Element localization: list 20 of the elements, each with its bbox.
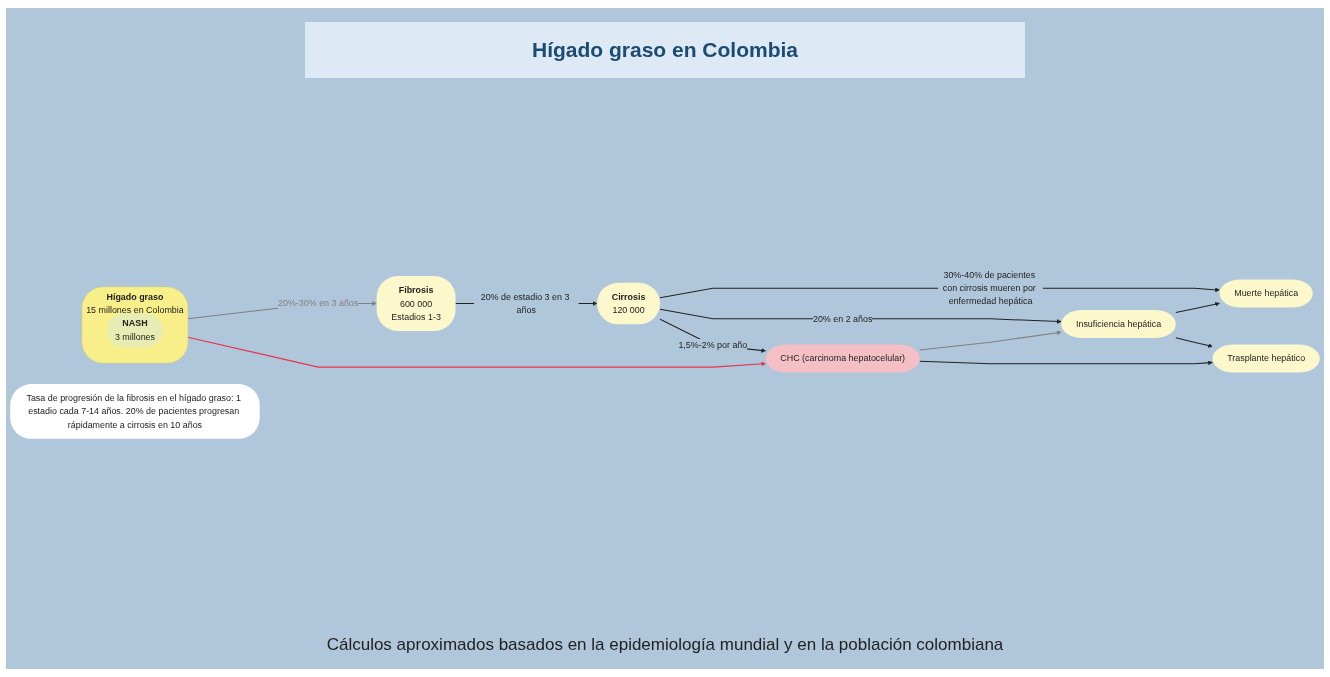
edge-label: 20%-30% en 3 años [278, 298, 359, 309]
title-banner: Hígado graso en Colombia [305, 22, 1025, 78]
node-box: Insuficiencia hepática [1061, 310, 1176, 339]
node-box: Tasa de progresión de la fibrosis en el hígado graso: 1 estadio cada 7-14 años. 20% de pacientes progresan rápidamente a cirrosis en 10 años [10, 384, 260, 439]
arrow [1175, 302, 1220, 313]
arrow [659, 318, 766, 353]
arrow [187, 336, 766, 368]
node-box: Trasplante hepático [1212, 344, 1320, 373]
caption: Cálculos aproximados basados en la epidemiología mundial y en la población colombiana [326, 635, 1004, 655]
arrow [1175, 337, 1213, 348]
edge-label: 20% de estadio 3 en 3 años [480, 291, 570, 316]
node-box: Cirrosis 120 000 [597, 282, 661, 325]
node-box: Muerte hepática [1219, 279, 1313, 308]
node-box: CHC (carcinoma hepatocelular) [765, 344, 920, 373]
edge-label: 30%-40% de pacientes con cirrosis mueren por enfermedad hepática [942, 269, 1036, 307]
arrow [919, 360, 1213, 366]
edge-label: 1,5%-2% por año [678, 340, 748, 351]
arrow [919, 330, 1062, 351]
edge-label: 20% en 2 años [812, 313, 873, 324]
node-box: Fibrosis 600 000 Estadios 1-3 [376, 276, 456, 331]
